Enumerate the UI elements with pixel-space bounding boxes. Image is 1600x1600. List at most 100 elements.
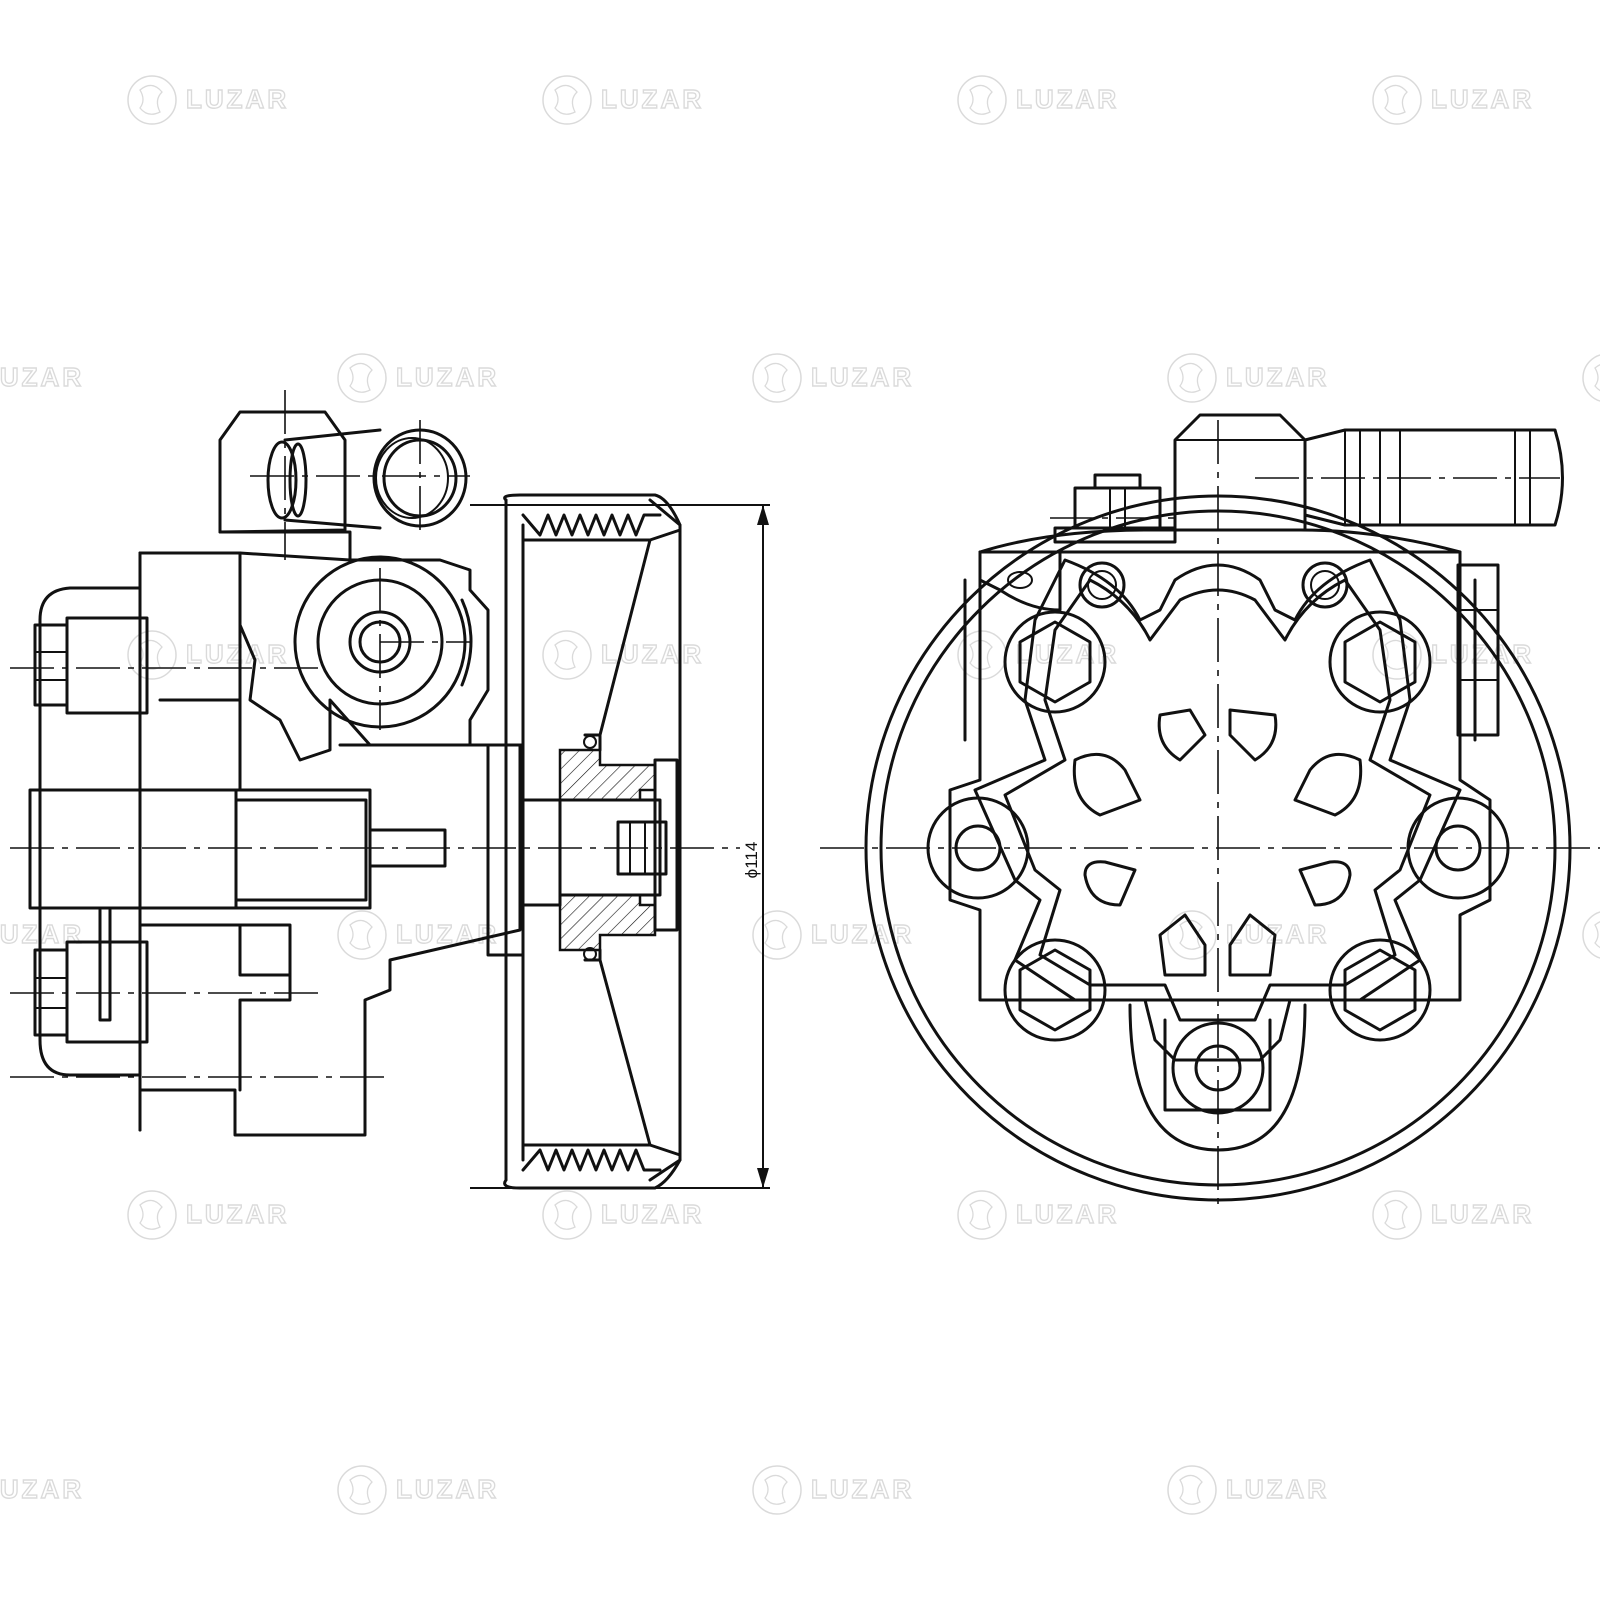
- pressure-port-bore: [358, 620, 402, 664]
- pump-body-lower: [138, 743, 522, 1137]
- watermark-dragon-glyph: [1179, 919, 1203, 950]
- hub-front-face: [653, 758, 679, 932]
- watermark-dragon-glyph: [349, 362, 373, 393]
- watermark-dragon-glyph: [764, 919, 788, 950]
- watermark-dragon-glyph: [969, 639, 993, 670]
- watermark-brand-text: LUZAR: [601, 1199, 704, 1229]
- pulley-diameter-label: ϕ114: [742, 842, 761, 879]
- luzar-watermark: LUZAR: [957, 630, 1117, 680]
- front-bolt-boss-br: [1328, 938, 1432, 1042]
- watermark-dragon-glyph: [1179, 362, 1203, 393]
- luzar-watermark: LUZAR: [337, 1465, 497, 1515]
- luzar-watermark: LUZAR: [0, 918, 84, 949]
- luzar-watermark: LUZAR: [542, 75, 704, 125]
- front-bolt-boss-tl: [1003, 610, 1107, 714]
- hub-bore: [558, 798, 662, 897]
- watermark-brand-text: LUZAR: [601, 84, 704, 114]
- pulley-grooves-top: [521, 513, 662, 537]
- rear-bolt-upper-body: [65, 616, 149, 715]
- front-bolt-hole-tl-small: [1078, 561, 1126, 609]
- watermark-dragon-icon: [752, 1465, 802, 1515]
- luzar-watermark: LUZAR: [1167, 1465, 1329, 1515]
- watermark-dragon-glyph: [1594, 921, 1600, 949]
- mount-ear-left-hole: [954, 824, 1002, 872]
- watermark-brand-text: LUZAR: [1431, 1199, 1534, 1229]
- inlet-pipe-inner: [375, 437, 449, 519]
- right-side-block: [1456, 563, 1500, 737]
- watermark-brand-text: LUZAR: [0, 1474, 84, 1504]
- watermark-dragon-icon: [337, 910, 387, 960]
- watermark-dragon-glyph: [349, 919, 373, 950]
- watermark-dragon-icon: [957, 75, 1007, 125]
- luzar-watermark: LUZAR: [337, 353, 499, 403]
- cutout-7: [1158, 913, 1207, 977]
- front-bolt-head-tr: [1343, 620, 1417, 704]
- front-bolt-head-br: [1343, 948, 1417, 1032]
- luzar-watermark: LUZAR: [1582, 911, 1600, 959]
- watermark-dragon-icon: [337, 353, 387, 403]
- inlet-pipe-ring: [288, 442, 308, 518]
- watermark-dragon-icon: [1167, 1465, 1217, 1515]
- watermark-brand-text: LUZAR: [1226, 362, 1329, 392]
- watermark-brand-text: LUZAR: [0, 919, 84, 949]
- front-bolt-head-tl: [1018, 620, 1092, 704]
- watermark-brand-text: LUZAR: [1226, 1474, 1329, 1504]
- control-valve-cap: [234, 798, 368, 902]
- luzar-watermark: LUZAR: [0, 361, 84, 392]
- watermark-brand-text: LUZAR: [396, 919, 499, 949]
- watermark-dragon-icon: [1167, 910, 1217, 960]
- watermark-dragon-glyph: [1594, 364, 1600, 392]
- luzar-watermark: LUZAR: [0, 1473, 84, 1504]
- watermark-dragon-glyph: [1179, 1474, 1203, 1505]
- watermark-dragon-glyph: [349, 1474, 373, 1505]
- watermark-brand-text: LUZAR: [1016, 1199, 1119, 1229]
- pressure-port-boss: [293, 555, 467, 729]
- mount-ear-right-hole: [1434, 824, 1482, 872]
- pressure-port-flange: [460, 598, 473, 687]
- watermark-dragon-icon: [752, 910, 802, 960]
- pump-body-step: [158, 698, 242, 727]
- watermark-brand-text: LUZAR: [396, 362, 499, 392]
- luzar-watermark: LUZAR: [1582, 354, 1600, 402]
- watermark-brand-text: LUZAR: [186, 1199, 289, 1229]
- luzar-watermark: LUZAR: [957, 1190, 1119, 1240]
- pump-body-inner-lines: [138, 551, 242, 1092]
- luzar-watermark: LUZAR: [752, 1465, 914, 1515]
- watermark-dragon-icon: [1167, 353, 1217, 403]
- hub-section-bottom: [558, 893, 657, 952]
- dim-arrow-top: [757, 505, 769, 525]
- cutout-1: [1157, 708, 1207, 762]
- mount-ear-bottom-lug: [1163, 1018, 1272, 1112]
- watermark-layer: LUZAR LUZAR LUZAR LUZAR LUZAR LUZAR LUZAR LUZAR…: [0, 75, 1600, 1515]
- watermark-brand-text: LUZAR: [1226, 919, 1329, 949]
- pressure-port-outer: [348, 610, 412, 674]
- inlet-base: [218, 530, 352, 562]
- pump-body-rear: [38, 551, 142, 1132]
- watermark-dragon-icon: [542, 75, 592, 125]
- luzar-watermark: LUZAR: [542, 1190, 704, 1240]
- mount-ear-bottom-arc: [1128, 1003, 1307, 1152]
- shaft-spline: [616, 820, 668, 876]
- cutout-4: [1293, 752, 1363, 817]
- pressure-port-ring: [316, 578, 444, 706]
- dim-arrow-bottom: [757, 1168, 769, 1188]
- cutout-3: [1072, 752, 1142, 817]
- front-body-top: [978, 528, 1462, 554]
- luzar-watermark: LUZAR: [1167, 353, 1329, 403]
- watermark-dragon-icon: [127, 1190, 177, 1240]
- watermark-brand-text: LUZAR: [811, 1474, 914, 1504]
- watermark-brand-text: LUZAR: [186, 639, 289, 669]
- inlet-pipe: [283, 428, 382, 530]
- mount-ear-right: [1406, 796, 1510, 900]
- inlet-pipe-collar: [266, 440, 298, 520]
- watermark-dragon-glyph: [764, 1474, 788, 1505]
- watermark-brand-text: LUZAR: [811, 362, 914, 392]
- watermark-brand-text: LUZAR: [0, 362, 84, 392]
- watermark-brand-text: LUZAR: [811, 919, 914, 949]
- luzar-watermark: LUZAR: [127, 1190, 289, 1240]
- left-tab: [978, 550, 1062, 612]
- pulley-outline: [504, 498, 682, 1182]
- outlet-nipple: [1303, 428, 1564, 527]
- watermark-dragon-icon: [1582, 911, 1600, 959]
